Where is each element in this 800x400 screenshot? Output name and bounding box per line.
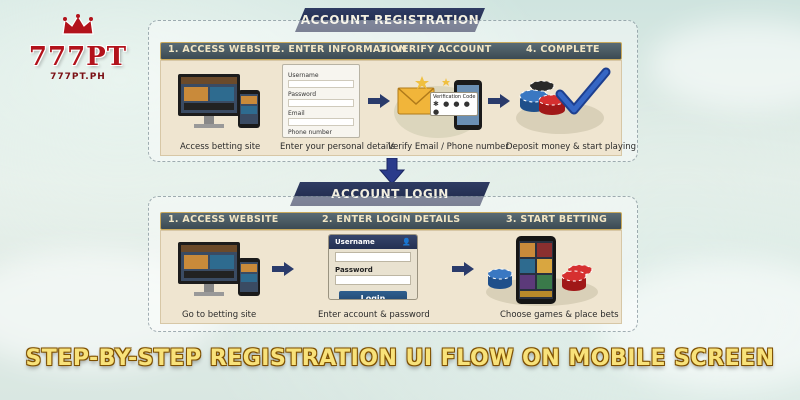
verification-code-box: Verification Code ✱ ● ● ● ●: [430, 92, 478, 116]
arrow-right-icon: [452, 262, 474, 276]
reg-step-4-label: 4. COMPLETE: [526, 44, 600, 55]
registration-form-mockup: Username Password Email Phone number: [282, 64, 360, 138]
mobile-games-chips-icon: [484, 234, 600, 308]
login-username-input: [335, 252, 411, 262]
reg-step-3-caption: Verify Email / Phone number: [388, 142, 509, 152]
login-password-label: Password: [335, 266, 411, 274]
desktop-monitor-icon: [176, 240, 266, 302]
reg-step-2-caption: Enter your personal details: [280, 142, 395, 152]
login-step-2-caption: Enter account & password: [318, 310, 430, 320]
reg-step-1-caption: Access betting site: [180, 142, 260, 152]
arrow-down-icon: [379, 158, 405, 184]
casino-chips-checkmark-icon: [512, 66, 612, 138]
logo-domain: 777PT.PH: [18, 72, 138, 82]
verification-code-dots: ✱ ● ● ● ●: [433, 100, 475, 116]
login-step-3-caption: Choose games & place bets: [500, 310, 619, 320]
login-button: Login: [339, 291, 407, 300]
form-input-email: [288, 118, 354, 126]
login-username-label: Username: [335, 238, 375, 246]
form-label-password: Password: [288, 91, 354, 98]
login-step-3-label: 3. START BETTING: [506, 214, 607, 225]
reg-step-1-label: 1. ACCESS WEBSITE: [168, 44, 279, 55]
arrow-right-icon: [368, 94, 390, 108]
desktop-monitor-icon: [176, 72, 266, 134]
reg-step-3-label: 3. VERIFY ACCOUNT: [380, 44, 492, 55]
login-step-1-label: 1. ACCESS WEBSITE: [168, 214, 279, 225]
form-input-password: [288, 99, 354, 107]
form-label-username: Username: [288, 72, 354, 79]
crown-icon: [61, 14, 95, 36]
login-step-1-caption: Go to betting site: [182, 310, 256, 320]
reg-step-4-caption: Deposit money & start playing: [506, 142, 636, 152]
brand-logo: 777PT 777PT.PH: [18, 14, 138, 82]
login-form-header: Username 👤: [329, 235, 417, 249]
login-form-mockup: Username 👤 Password Login: [328, 234, 418, 300]
login-password-input: [335, 275, 411, 285]
form-input-username: [288, 80, 354, 88]
arrow-right-icon: [272, 262, 294, 276]
login-step-2-label: 2. ENTER LOGIN DETAILS: [322, 214, 460, 225]
form-label-phone: Phone number: [288, 129, 354, 136]
form-label-email: Email: [288, 110, 354, 117]
arrow-right-icon: [488, 94, 510, 108]
user-icon: 👤: [402, 238, 411, 246]
logo-wordmark: 777PT: [18, 42, 138, 72]
headline: STEP-BY-STEP REGISTRATION UI FLOW ON MOB…: [0, 346, 800, 371]
